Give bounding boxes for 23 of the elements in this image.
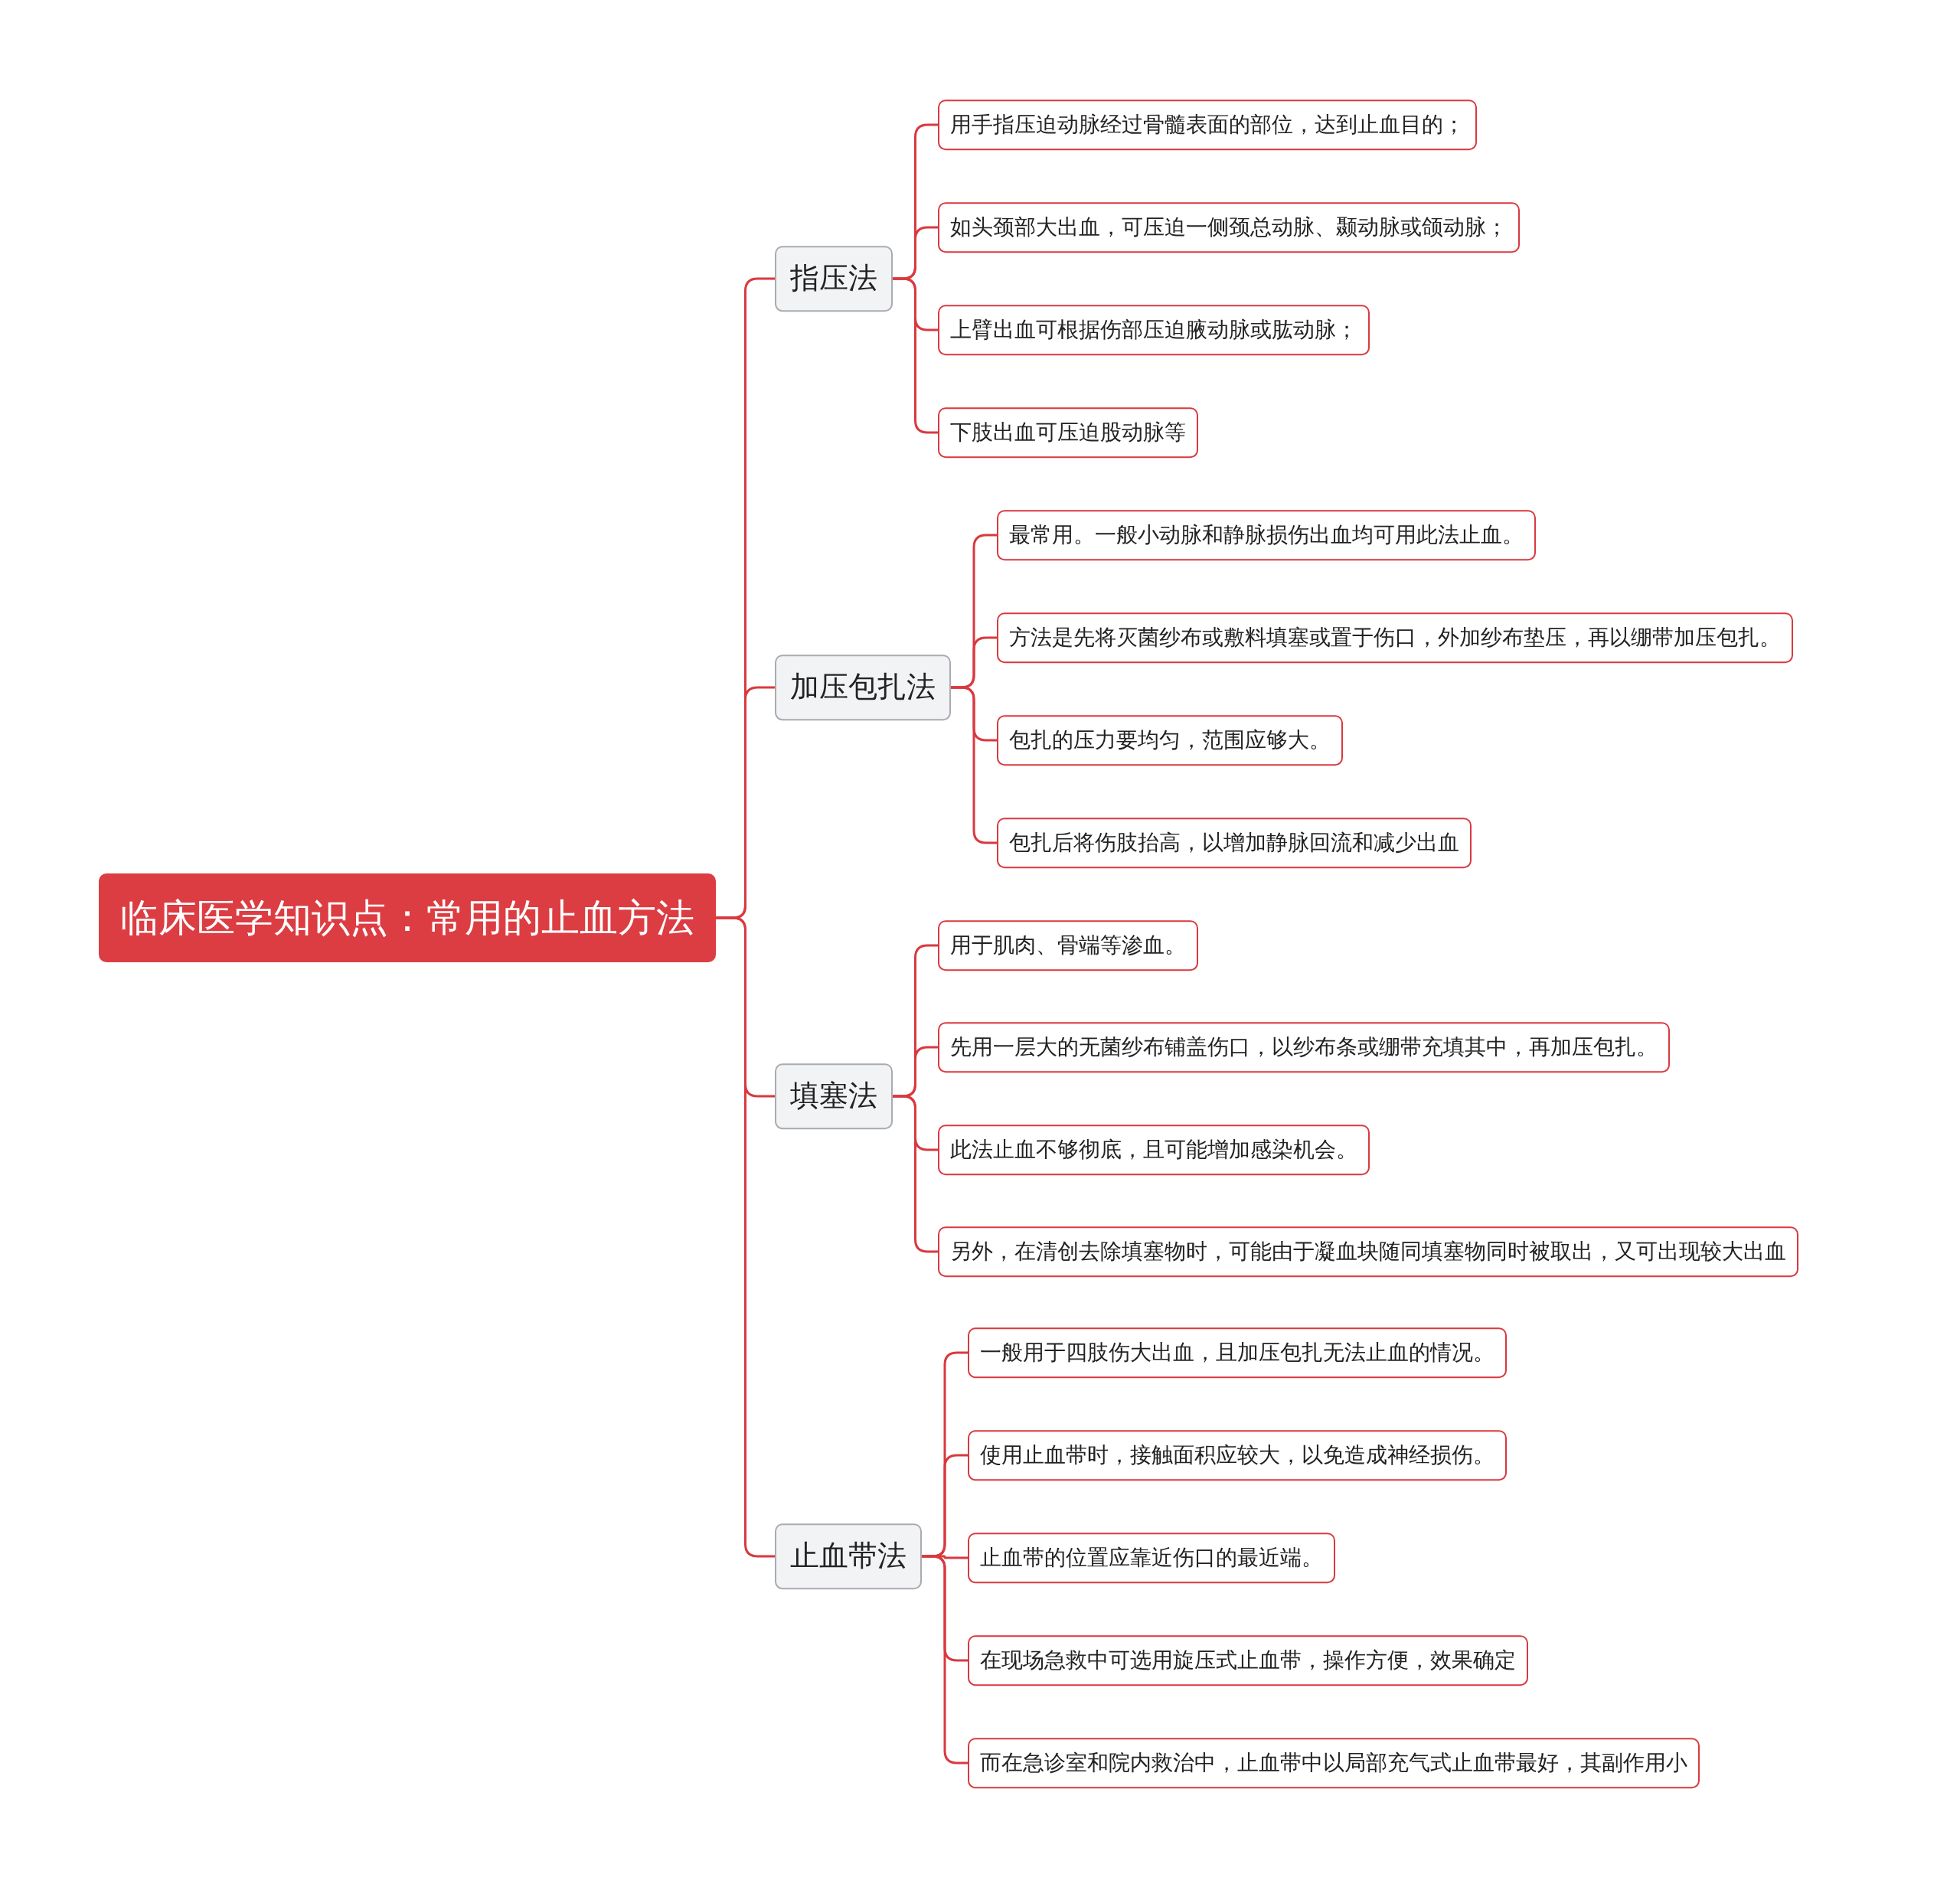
leaf-topic: 包扎的压力要均匀，范围应够大。 (997, 715, 1343, 766)
leaf-topic: 方法是先将灭菌纱布或敷料填塞或置于伤口，外加纱布垫压，再以绷带加压包扎。 (997, 612, 1793, 663)
branch-topic: 指压法 (775, 246, 893, 312)
leaf-topic: 此法止血不够彻底，且可能增加感染机会。 (938, 1125, 1370, 1175)
branch-topic: 加压包扎法 (775, 655, 951, 720)
leaf-topic: 上臂出血可根据伤部压迫腋动脉或肱动脉； (938, 305, 1370, 355)
branch-topic: 止血带法 (775, 1523, 922, 1589)
leaf-topic: 先用一层大的无菌纱布铺盖伤口，以纱布条或绷带充填其中，再加压包扎。 (938, 1022, 1670, 1072)
leaf-topic: 使用止血带时，接触面积应较大，以免造成神经损伤。 (968, 1430, 1507, 1481)
connector-line (716, 916, 775, 1558)
leaf-topic: 包扎后将伤肢抬高，以增加静脉回流和减少出血 (997, 818, 1472, 868)
leaf-topic: 用手指压迫动脉经过骨髓表面的部位，达到止血目的； (938, 100, 1477, 150)
branch-topic: 填塞法 (775, 1063, 893, 1129)
leaf-topic: 止血带的位置应靠近伤口的最近端。 (968, 1533, 1335, 1583)
leaf-topic: 在现场急救中可选用旋压式止血带，操作方便，效果确定 (968, 1635, 1528, 1686)
leaf-topic: 而在急诊室和院内救治中，止血带中以局部充气式止血带最好，其副作用小 (968, 1738, 1700, 1788)
leaf-topic: 最常用。一般小动脉和静脉损伤出血均可用此法止血。 (997, 510, 1536, 560)
root-topic: 临床医学知识点：常用的止血方法 (99, 873, 716, 962)
leaf-topic: 下肢出血可压迫股动脉等 (938, 407, 1198, 458)
leaf-topic: 如头颈部大出血，可压迫一侧颈总动脉、颞动脉或颌动脉； (938, 202, 1520, 253)
leaf-topic: 另外，在清创去除填塞物时，可能由于凝血块随同填塞物同时被取出，又可出现较大出血 (938, 1226, 1798, 1277)
leaf-topic: 一般用于四肢伤大出血，且加压包扎无法止血的情况。 (968, 1327, 1507, 1378)
leaf-topic: 用于肌肉、骨端等渗血。 (938, 920, 1198, 971)
